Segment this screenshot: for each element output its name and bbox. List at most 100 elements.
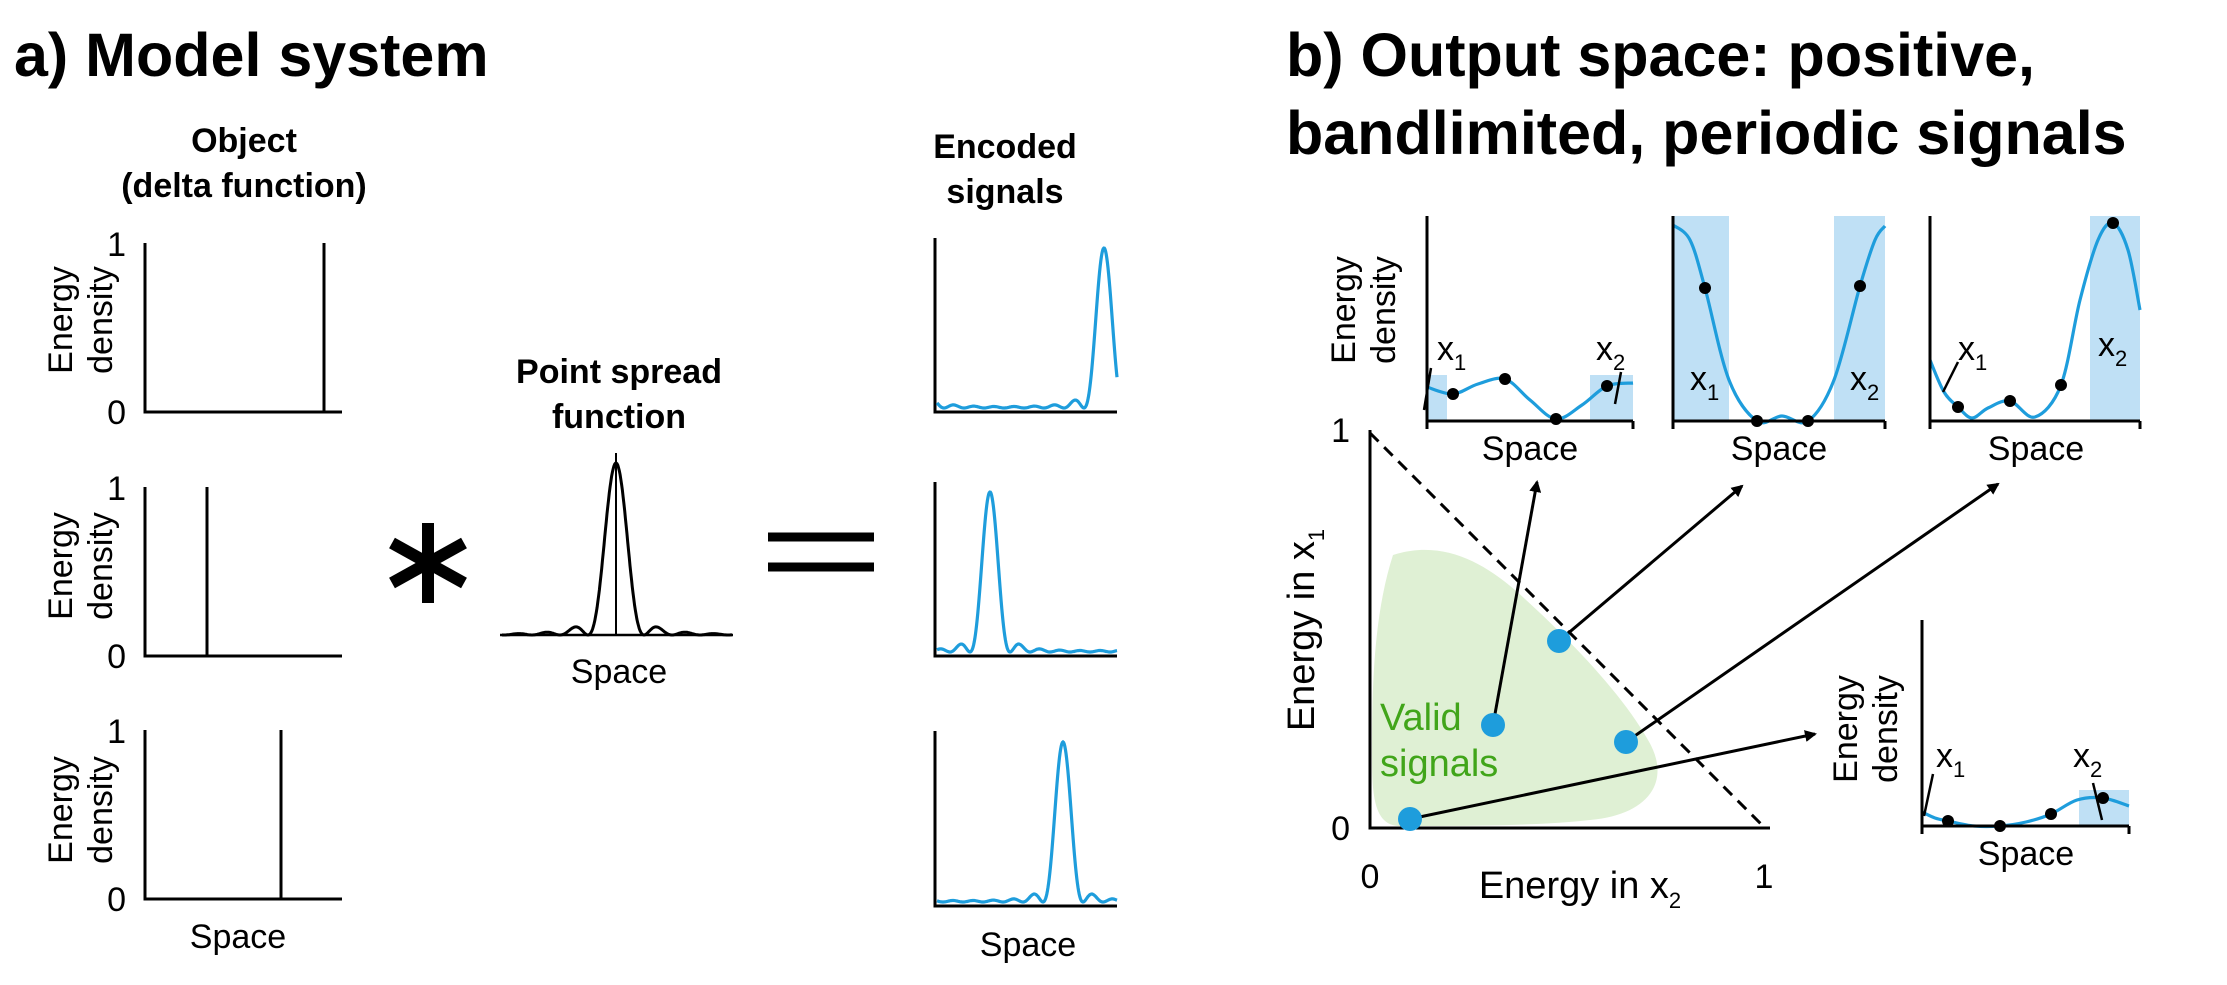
object-plot-1-tick-1: 1 bbox=[107, 226, 126, 264]
panel-b-title-line1: b) Output space: positive, bbox=[1286, 21, 2035, 89]
inset-1-sample-point bbox=[1550, 413, 1562, 425]
object-plot-2-ylabel-line2: density bbox=[82, 512, 120, 620]
inset-1-x1-label: x1 bbox=[1437, 330, 1466, 375]
panel-b: b) Output space: positive, bandlimited, … bbox=[1281, 21, 2142, 913]
object-xlabel: Space bbox=[190, 918, 286, 956]
inset-4-ylabel-line2: density bbox=[1867, 675, 1905, 783]
inset-4-sample-point bbox=[2097, 792, 2109, 804]
energy-space-ylabel: Energy in x1 bbox=[1281, 529, 1329, 731]
energy-space-axes bbox=[1368, 430, 1770, 830]
inset-4-x1-pointer bbox=[1922, 773, 1935, 817]
valid-signals-label-line2: signals bbox=[1380, 743, 1498, 785]
inset-2-sample-point bbox=[1699, 282, 1711, 294]
inset-4-x2-pointer bbox=[2091, 782, 2104, 821]
inset-4-sample-point bbox=[2045, 808, 2057, 820]
arrow-to-inset-1 bbox=[1491, 480, 1542, 726]
inset-4-ylabel-line1: Energy bbox=[1827, 675, 1865, 783]
inset-3-x1-label: x1 bbox=[1958, 330, 1987, 375]
inset-3-x2-label: x2 bbox=[2098, 326, 2127, 371]
object-plot-1-tick-0: 0 bbox=[107, 394, 126, 432]
psf-plot: Point spread function Space bbox=[500, 353, 733, 691]
x-tick-0: 0 bbox=[1361, 858, 1380, 896]
inset-3-band-x2 bbox=[2090, 216, 2140, 421]
encoded-plot-2 bbox=[933, 482, 1118, 658]
encoded-plot-3-axes bbox=[933, 731, 1117, 908]
inset-2-band-x1 bbox=[1673, 216, 1729, 421]
object-title-line1: Object bbox=[191, 122, 297, 160]
inset-4-sample-point bbox=[1942, 815, 1954, 827]
y-tick-1: 1 bbox=[1331, 412, 1350, 450]
object-plot-2-tick-0: 0 bbox=[107, 638, 126, 676]
inset-plot-4: Energy density x1 x2 Space bbox=[1827, 620, 2131, 873]
object-plot-3-tick-0: 0 bbox=[107, 881, 126, 919]
inset-1-band-x1 bbox=[1427, 375, 1447, 421]
inset-4-xlabel: Space bbox=[1978, 835, 2074, 873]
inset-3-sample-point bbox=[2107, 217, 2119, 229]
inset-1-ylabel-line1: Energy bbox=[1325, 256, 1363, 364]
psf-title-line2: function bbox=[552, 398, 686, 436]
encoded-signal-2 bbox=[936, 490, 1118, 654]
object-plot-2-tick-1: 1 bbox=[107, 470, 126, 508]
inset-1-ylabel-line2: density bbox=[1365, 256, 1403, 364]
object-title-line2: (delta function) bbox=[121, 167, 367, 205]
inset-4-x2-label: x2 bbox=[2073, 737, 2102, 782]
panel-a-title: a) Model system bbox=[14, 21, 489, 89]
encoded-title-line1: Encoded bbox=[933, 128, 1077, 166]
inset-1-x1-pointer bbox=[1422, 367, 1433, 411]
inset-1-x2-pointer bbox=[1613, 371, 1623, 405]
encoded-xlabel: Space bbox=[980, 926, 1076, 964]
inset-4-x1-label: x1 bbox=[1936, 737, 1965, 782]
inset-plot-3: x1 x2 Space bbox=[1928, 216, 2142, 468]
inset-2-band-x2 bbox=[1834, 216, 1885, 421]
signal-point-1 bbox=[1547, 629, 1571, 653]
energy-space-plot: 1 0 0 1 Energy in x1 Energy in x2 Valid … bbox=[1281, 412, 2000, 913]
inset-3-xlabel: Space bbox=[1988, 430, 2084, 468]
signal-point-2 bbox=[1481, 713, 1505, 737]
inset-3-sample-point bbox=[1952, 401, 1964, 413]
signal-point-3 bbox=[1614, 730, 1638, 754]
object-plot-1-ylabel-line2: density bbox=[82, 266, 120, 374]
object-plot-2-axes bbox=[143, 487, 342, 658]
psf-xlabel: Space bbox=[571, 653, 667, 691]
signal-point-4 bbox=[1398, 807, 1422, 831]
inset-1-sample-point bbox=[1601, 380, 1613, 392]
object-plot-3-ylabel-line1: Energy bbox=[42, 756, 80, 864]
inset-3-sample-point bbox=[2055, 379, 2067, 391]
encoded-plot-1-axes bbox=[933, 238, 1117, 414]
convolution-symbol bbox=[389, 523, 467, 603]
inset-1-x2-label: x2 bbox=[1596, 330, 1625, 375]
psf-title-line1: Point spread bbox=[516, 353, 722, 391]
valid-signals-label-line1: Valid bbox=[1380, 697, 1462, 739]
object-plot-2: Energy density 1 0 bbox=[42, 470, 342, 676]
object-plot-3-tick-1: 1 bbox=[107, 713, 126, 751]
x-tick-1: 1 bbox=[1755, 858, 1774, 896]
inset-2-x2-label: x2 bbox=[1850, 360, 1879, 405]
inset-plot-1: Energy density x1 x2 Space bbox=[1325, 216, 1635, 468]
inset-4-sample-point bbox=[1994, 820, 2006, 832]
inset-2-signal bbox=[1671, 223, 1887, 425]
inset-2-sample-point bbox=[1802, 415, 1814, 427]
inset-2-x1-label: x1 bbox=[1690, 360, 1719, 405]
inset-2-sample-point bbox=[1751, 415, 1763, 427]
encoded-plot-1 bbox=[933, 238, 1119, 414]
panel-b-title-line2: bandlimited, periodic signals bbox=[1286, 99, 2127, 167]
object-plot-1-axes bbox=[143, 243, 342, 414]
y-tick-0: 0 bbox=[1331, 810, 1350, 848]
panel-a: a) Model system Object (delta function) … bbox=[14, 21, 1119, 964]
object-plot-3-ylabel-line2: density bbox=[82, 756, 120, 864]
inset-2-xlabel: Space bbox=[1731, 430, 1827, 468]
encoded-plot-2-axes bbox=[933, 482, 1117, 658]
encoded-signal-1 bbox=[935, 246, 1119, 410]
object-plot-1-ylabel-line1: Energy bbox=[42, 266, 80, 374]
inset-1-sample-point bbox=[1447, 388, 1459, 400]
inset-1-xlabel: Space bbox=[1482, 430, 1578, 468]
inset-4-signal bbox=[1921, 795, 2130, 829]
object-plot-3: Energy density 1 0 Space bbox=[42, 713, 342, 956]
encoded-signal-3 bbox=[936, 739, 1118, 904]
equals-symbol bbox=[768, 532, 874, 572]
inset-3-x1-pointer bbox=[1941, 361, 1960, 393]
inset-1-sample-point bbox=[1499, 373, 1511, 385]
energy-space-xlabel: Energy in x2 bbox=[1479, 865, 1681, 913]
inset-1-signal bbox=[1426, 376, 1634, 421]
